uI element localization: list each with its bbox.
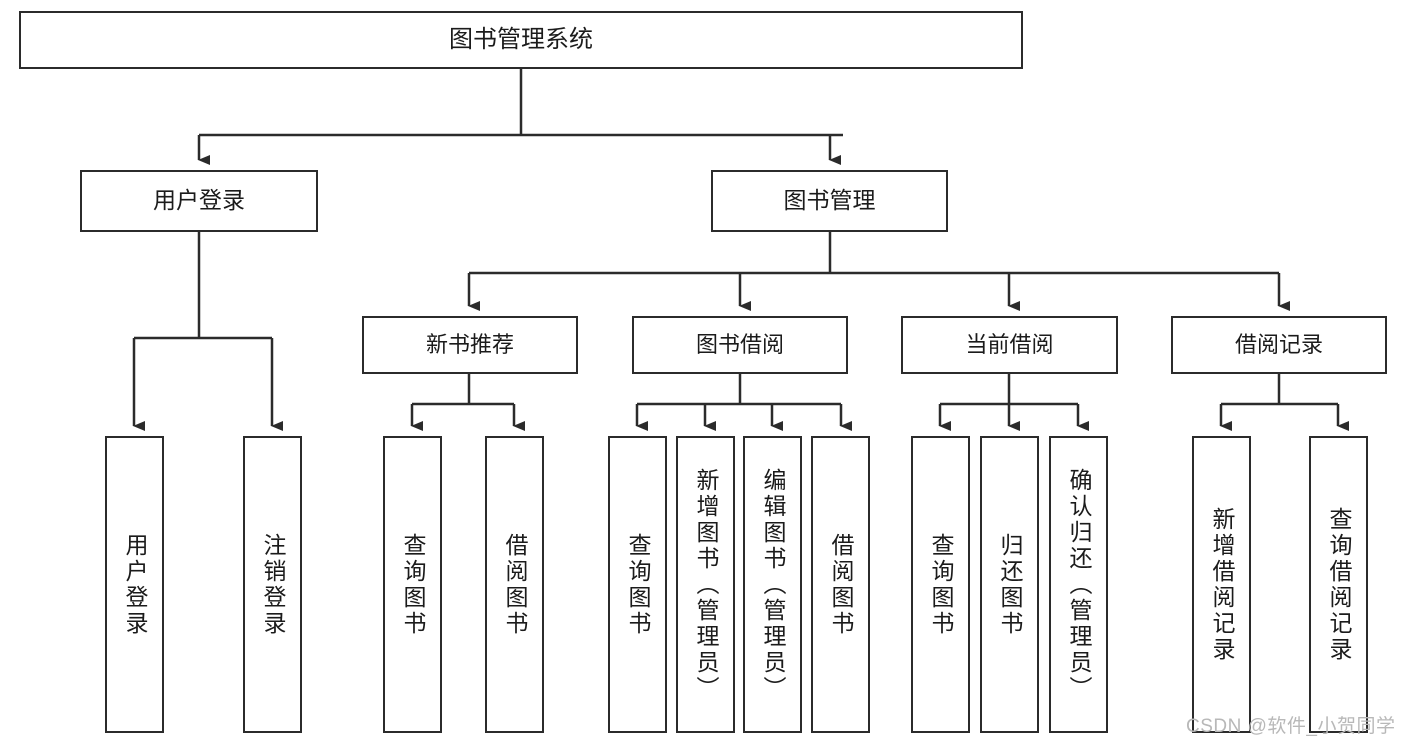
node-book-management[interactable]: 图书管理 <box>711 170 948 232</box>
leaf-user-login-logout[interactable]: 注销登录 <box>243 436 302 733</box>
node-label: 图书管理 <box>783 187 876 214</box>
node-label: 用户登录 <box>153 187 245 214</box>
node-label: 图书借阅 <box>695 331 784 357</box>
leaf-current-return-books[interactable]: 归还图书 <box>980 436 1039 733</box>
leaf-current-query-books[interactable]: 查询图书 <box>911 436 970 733</box>
node-current-borrow[interactable]: 当前借阅 <box>901 316 1118 374</box>
node-label: 确认归还（管理员） <box>1066 467 1092 702</box>
node-label: 图书管理系统 <box>449 25 593 53</box>
node-label: 查询图书 <box>400 532 426 637</box>
node-label: 当前借阅 <box>965 331 1054 357</box>
leaf-borrow-add-book-admin[interactable]: 新增图书（管理员） <box>676 436 735 733</box>
leaf-user-login-login[interactable]: 用户登录 <box>105 436 164 733</box>
leaf-borrow-borrow-books[interactable]: 借阅图书 <box>811 436 870 733</box>
node-label: 借阅记录 <box>1234 331 1323 357</box>
node-label: 新增借阅记录 <box>1209 506 1235 663</box>
node-user-login[interactable]: 用户登录 <box>80 170 318 232</box>
node-label: 编辑图书（管理员） <box>760 467 786 702</box>
node-label: 注销登录 <box>260 532 286 637</box>
leaf-records-query-record[interactable]: 查询借阅记录 <box>1309 436 1368 733</box>
node-label: 查询借阅记录 <box>1326 506 1352 663</box>
node-label: 查询图书 <box>928 532 954 637</box>
node-label: 用户登录 <box>122 532 148 637</box>
leaf-borrow-query-books[interactable]: 查询图书 <box>608 436 667 733</box>
node-label: 新书推荐 <box>425 331 514 357</box>
csdn-watermark: CSDN @软件_小贺同学 <box>1186 716 1396 737</box>
node-label: 借阅图书 <box>502 532 528 637</box>
leaf-borrow-edit-book-admin[interactable]: 编辑图书（管理员） <box>743 436 802 733</box>
leaf-current-confirm-return-admin[interactable]: 确认归还（管理员） <box>1049 436 1108 733</box>
node-new-book-recommend[interactable]: 新书推荐 <box>362 316 578 374</box>
node-root-system[interactable]: 图书管理系统 <box>19 11 1023 69</box>
node-label: 新增图书（管理员） <box>693 467 719 702</box>
node-borrow-records[interactable]: 借阅记录 <box>1171 316 1387 374</box>
leaf-recommend-query-books[interactable]: 查询图书 <box>383 436 442 733</box>
node-label: 借阅图书 <box>828 532 854 637</box>
leaf-recommend-borrow-books[interactable]: 借阅图书 <box>485 436 544 733</box>
node-label: 查询图书 <box>625 532 651 637</box>
node-label: 归还图书 <box>997 532 1023 637</box>
node-book-borrow[interactable]: 图书借阅 <box>632 316 848 374</box>
leaf-records-add-record[interactable]: 新增借阅记录 <box>1192 436 1251 733</box>
